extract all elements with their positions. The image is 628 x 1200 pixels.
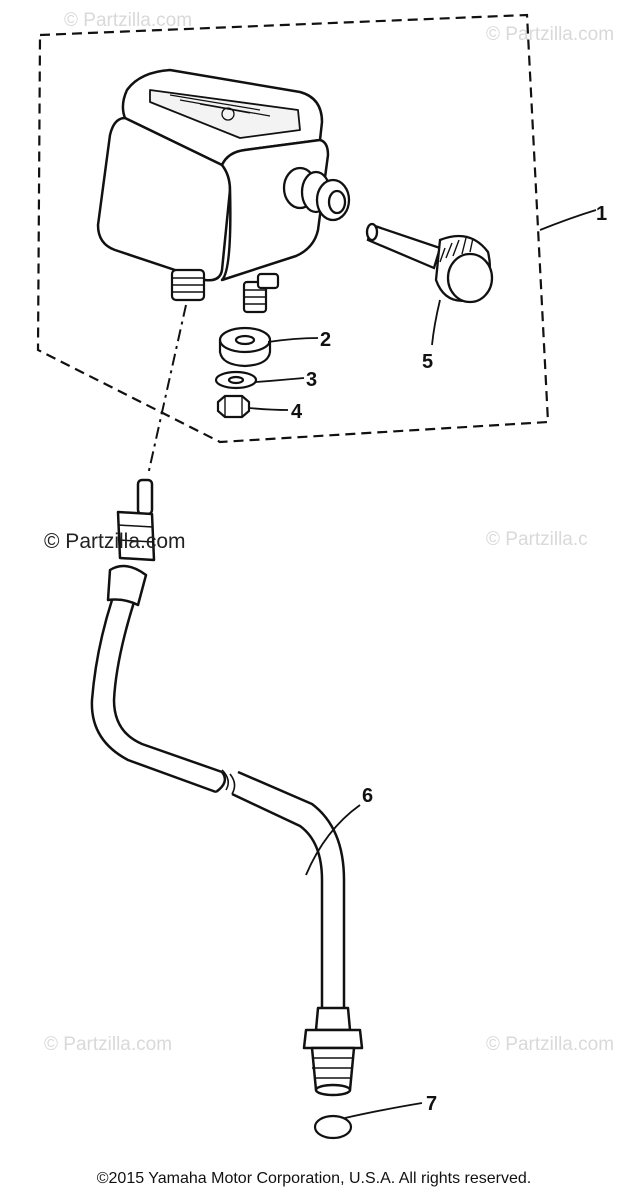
o-ring xyxy=(313,1114,353,1140)
leader-1 xyxy=(539,209,597,231)
nut xyxy=(216,394,251,419)
reset-knob xyxy=(365,222,494,304)
callout-3: 3 xyxy=(306,369,317,391)
reset-knob-socket xyxy=(282,166,351,222)
leader-4 xyxy=(248,407,289,411)
leader-3 xyxy=(255,377,305,383)
leader-6 xyxy=(305,804,361,876)
copyright-notice: ©2015 Yamaha Motor Corporation, U.S.A. A… xyxy=(96,1170,532,1187)
washer xyxy=(214,370,258,390)
mounting-stud xyxy=(242,272,280,314)
watermark-top-left: © Partzilla.com xyxy=(64,10,192,31)
leader-lines xyxy=(248,209,597,1119)
leader-2 xyxy=(267,337,319,343)
leader-7 xyxy=(344,1102,423,1119)
callout-1: 1 xyxy=(596,203,607,225)
callout-2: 2 xyxy=(320,329,331,351)
watermark-mid-right: © Partzilla.c xyxy=(486,529,588,550)
callout-4: 4 xyxy=(291,401,303,423)
assembly-boundary xyxy=(36,13,550,444)
leader-5 xyxy=(431,299,441,346)
watermark-top-right: © Partzilla.com xyxy=(486,24,614,45)
cable-socket xyxy=(170,268,206,302)
assembly-line xyxy=(147,304,187,476)
spacer xyxy=(218,326,272,368)
watermark-mid-left: © Partzilla.com xyxy=(44,530,186,553)
callout-7: 7 xyxy=(426,1093,437,1115)
watermark-bottom-left: © Partzilla.com xyxy=(44,1034,172,1055)
callout-5: 5 xyxy=(422,351,433,373)
watermark-bottom-right: © Partzilla.com xyxy=(486,1034,614,1055)
meter-housing xyxy=(96,68,330,282)
callout-6: 6 xyxy=(362,785,373,807)
speedometer-cable xyxy=(90,478,364,1097)
